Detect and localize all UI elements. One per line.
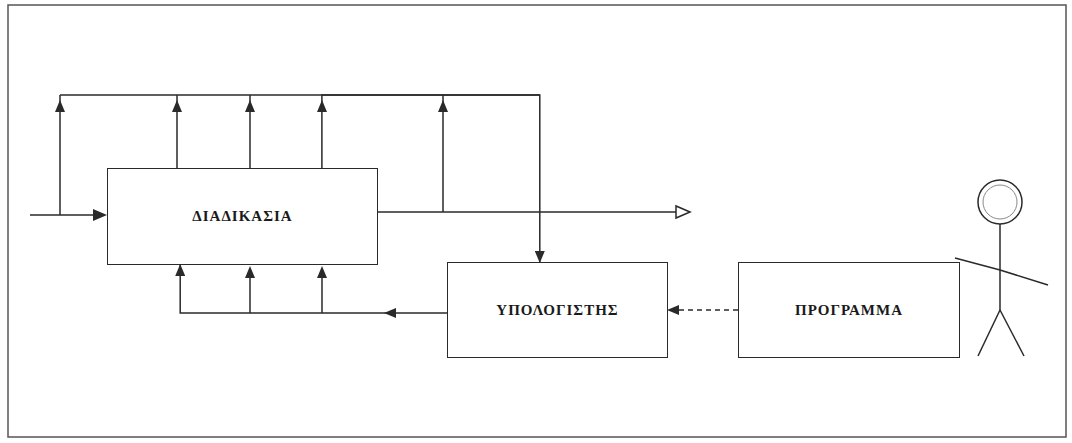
box-label: ΔΙΑΔΙΚΑΣΙΑ [182, 208, 302, 225]
box-label: ΥΠΟΛΟΓΙΣΤΗΣ [486, 302, 628, 319]
stick-figure [955, 180, 1048, 356]
computer-box: ΥΠΟΛΟΓΙΣΤΗΣ [447, 262, 668, 358]
bus-arrowheads [55, 100, 448, 112]
signal-connector [180, 265, 447, 313]
program-link [668, 309, 738, 311]
program-box: ΠΡΟΓΡΑΜΜΑ [738, 262, 960, 358]
control-arrowheads [245, 266, 396, 318]
control-taps [250, 272, 322, 313]
process-box: ΔΙΑΔΙΚΑΣΙΑ [107, 168, 378, 265]
input-arrowhead [93, 209, 107, 221]
frame [8, 5, 1066, 437]
box-label: ΠΡΟΓΡΑΜΜΑ [785, 302, 913, 319]
